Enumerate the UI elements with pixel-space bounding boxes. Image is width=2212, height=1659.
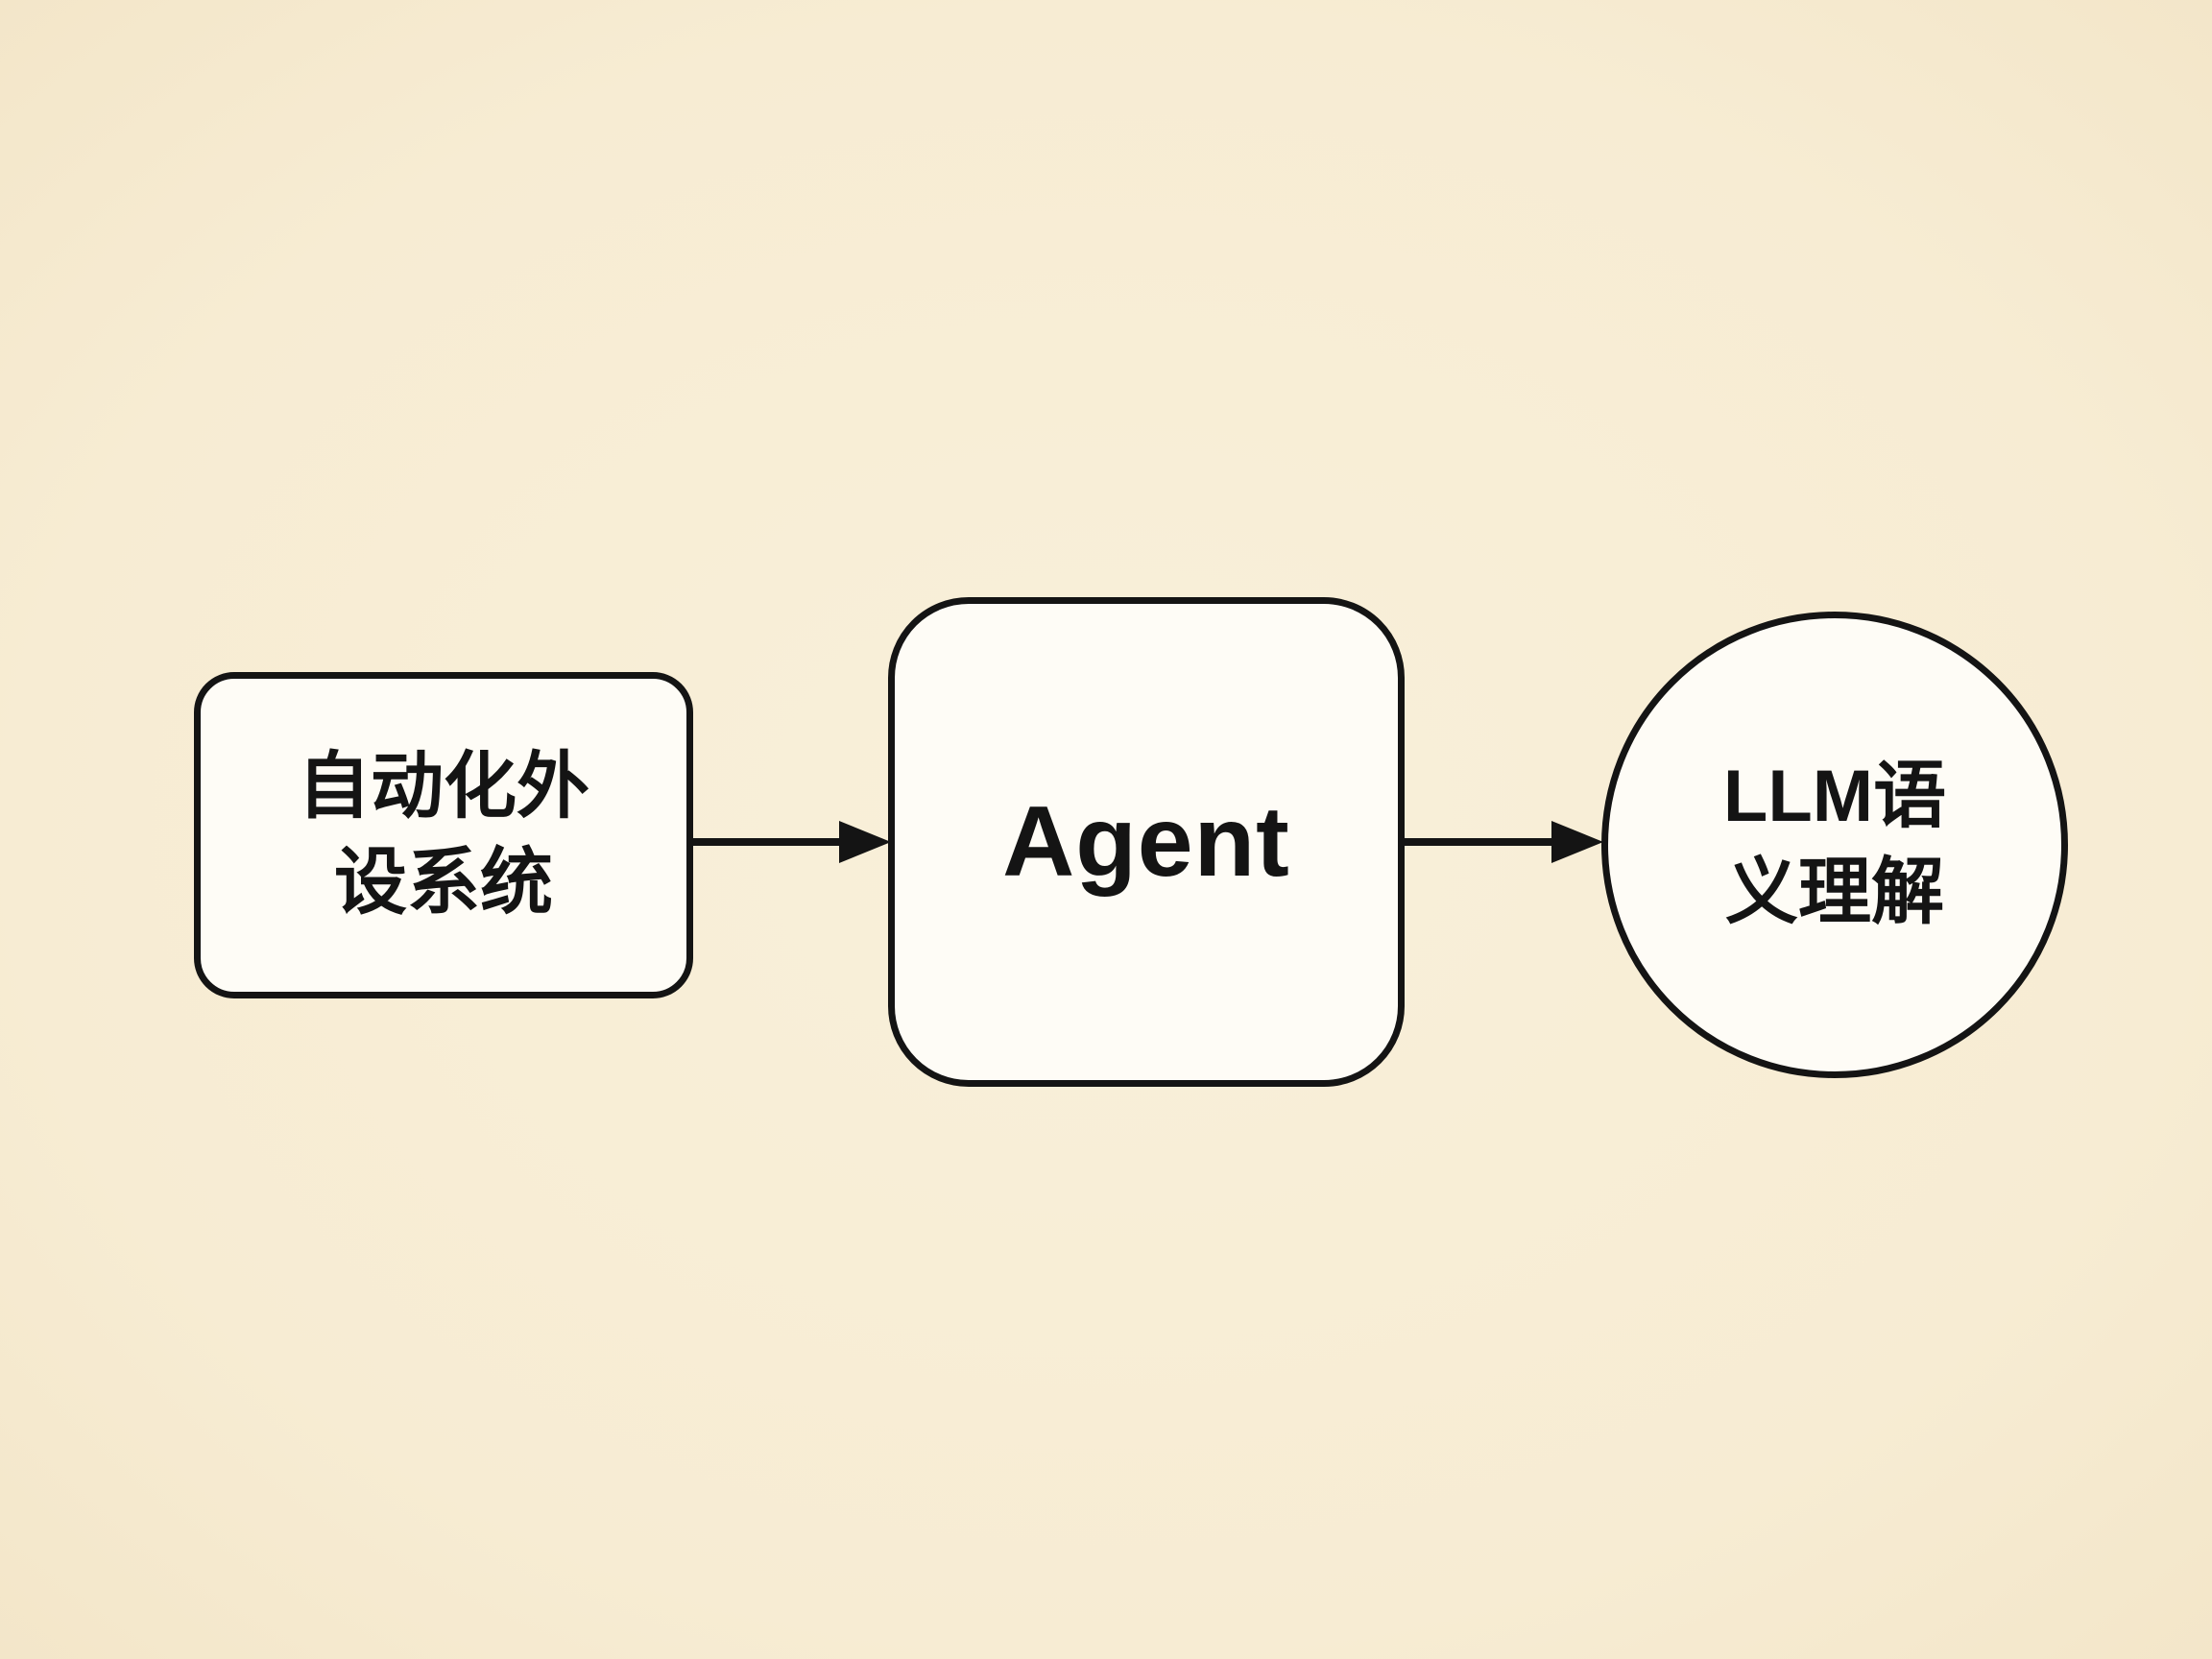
node-peripheral-system: 自动化外 设系统 (194, 672, 693, 998)
arrow-right-icon (1400, 821, 1603, 863)
node-llm-semantic-label-line1: LLM语 (1722, 755, 1947, 837)
node-peripheral-system-label-line2: 设系统 (334, 842, 553, 924)
node-peripheral-system-label-line1: 自动化外 (298, 745, 589, 828)
arrow-right-icon (687, 821, 891, 863)
node-agent: Agent (888, 597, 1405, 1087)
node-llm-semantic-label-line2: 义理解 (1725, 852, 1944, 933)
node-llm-semantic: LLM语 义理解 (1601, 612, 2068, 1078)
node-agent-label: Agent (1002, 785, 1290, 898)
